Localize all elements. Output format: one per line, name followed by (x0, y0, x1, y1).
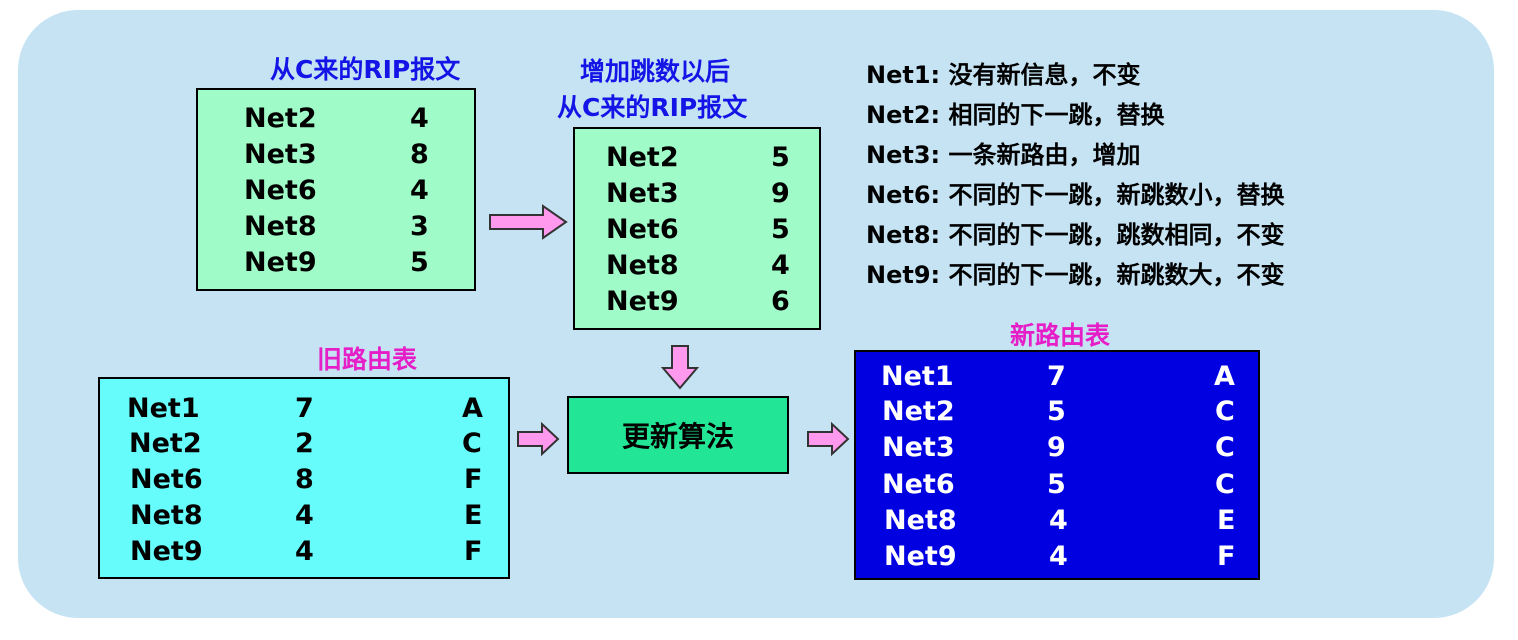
update-algorithm-box: 更新算法 (567, 396, 789, 474)
old-table-title: 旧路由表 (317, 345, 418, 374)
hops-cell: 7 (295, 393, 314, 424)
old-routing-table: Net1 7 A Net2 2 C Net6 8 F Net8 4 E Net9… (98, 377, 510, 579)
net-cell: Net8 (606, 250, 679, 281)
update-algorithm-label: 更新算法 (621, 420, 734, 453)
hops-cell: 4 (1049, 505, 1068, 536)
next-hop-cell: F (464, 536, 483, 567)
table-row: Net8 3 (198, 209, 474, 245)
rip-from-c-title: 从C来的RIP报文 (270, 55, 461, 84)
table-row: Net3 8 (198, 137, 474, 173)
net-cell: Net6 (606, 214, 679, 245)
net-cell: Net6 (244, 175, 317, 206)
net-cell: Net3 (606, 178, 679, 209)
table-row: Net2 5 C (856, 394, 1258, 430)
rip-incremented-box: Net2 5 Net3 9 Net6 5 Net8 4 Net9 6 (573, 127, 821, 330)
new-routing-table: Net1 7 A Net2 5 C Net3 9 C Net6 5 C Net8… (854, 350, 1260, 580)
net-cell: Net2 (606, 142, 679, 173)
next-hop-cell: C (1215, 396, 1235, 427)
hops-cell: 8 (410, 139, 429, 170)
net-cell: Net1 (127, 393, 200, 424)
table-row: Net2 2 C (100, 426, 508, 462)
hops-cell: 9 (1047, 432, 1066, 463)
table-row: Net9 6 (575, 284, 819, 320)
next-hop-cell: A (1214, 361, 1235, 392)
new-table-title: 新路由表 (1010, 321, 1111, 350)
table-row: Net8 4 (575, 248, 819, 284)
net-cell: Net3 (882, 432, 955, 463)
hops-cell: 5 (1047, 396, 1066, 427)
note-net1: Net1: 没有新信息，不变 (866, 61, 1141, 89)
net-cell: Net6 (882, 469, 955, 500)
net-cell: Net6 (130, 464, 203, 495)
arrow-down-icon (660, 345, 700, 390)
net-cell: Net9 (606, 286, 679, 317)
net-cell: Net2 (129, 428, 202, 459)
table-row: Net6 5 (575, 212, 819, 248)
hops-cell: 5 (771, 142, 790, 173)
table-row: Net2 5 (575, 140, 819, 176)
net-cell: Net8 (884, 505, 957, 536)
hops-cell: 5 (1047, 469, 1066, 500)
table-row: Net8 4 E (100, 498, 508, 534)
next-hop-cell: E (1217, 505, 1236, 536)
table-row: Net6 8 F (100, 462, 508, 498)
hops-cell: 2 (295, 428, 314, 459)
hops-cell: 5 (410, 247, 429, 278)
arrow-right-icon (489, 204, 568, 240)
table-row: Net6 4 (198, 173, 474, 209)
table-row: Net1 7 A (100, 391, 508, 427)
next-hop-cell: A (462, 393, 483, 424)
hops-cell: 4 (1049, 541, 1068, 572)
hops-cell: 5 (771, 214, 790, 245)
hops-cell: 9 (771, 178, 790, 209)
hops-cell: 4 (295, 536, 314, 567)
rip-from-c-box: Net2 4 Net3 8 Net6 4 Net8 3 Net9 5 (196, 88, 476, 291)
next-hop-cell: C (462, 428, 482, 459)
net-cell: Net2 (244, 103, 317, 134)
arrow-right-icon (807, 421, 850, 457)
hops-cell: 4 (410, 103, 429, 134)
next-hop-cell: E (464, 500, 483, 531)
net-cell: Net9 (130, 536, 203, 567)
table-row: Net3 9 C (856, 430, 1258, 466)
net-cell: Net9 (244, 247, 317, 278)
net-cell: Net1 (881, 361, 954, 392)
hops-cell: 3 (410, 211, 429, 242)
next-hop-cell: C (1215, 432, 1235, 463)
hops-cell: 6 (771, 286, 790, 317)
note-net6: Net6: 不同的下一跳，新跳数小，替换 (866, 181, 1285, 209)
net-cell: Net9 (884, 541, 957, 572)
note-net2: Net2: 相同的下一跳，替换 (866, 101, 1165, 129)
table-row: Net1 7 A (856, 359, 1258, 395)
next-hop-cell: F (1217, 541, 1236, 572)
next-hop-cell: F (464, 464, 483, 495)
table-row: Net6 5 C (856, 467, 1258, 503)
table-row: Net9 4 F (100, 534, 508, 570)
table-row: Net8 4 E (856, 503, 1258, 539)
note-net8: Net8: 不同的下一跳，跳数相同，不变 (866, 221, 1285, 249)
net-cell: Net8 (130, 500, 203, 531)
arrow-right-icon (517, 421, 560, 457)
rip-incremented-title-line1: 增加跳数以后 (580, 57, 731, 86)
note-net9: Net9: 不同的下一跳，新跳数大，不变 (866, 261, 1285, 289)
hops-cell: 4 (295, 500, 314, 531)
table-row: Net9 5 (198, 245, 474, 281)
hops-cell: 4 (771, 250, 790, 281)
note-net3: Net3: 一条新路由，增加 (866, 141, 1141, 169)
next-hop-cell: C (1215, 469, 1235, 500)
table-row: Net3 9 (575, 176, 819, 212)
hops-cell: 7 (1047, 361, 1066, 392)
hops-cell: 8 (295, 464, 314, 495)
table-row: Net2 4 (198, 101, 474, 137)
net-cell: Net3 (244, 139, 317, 170)
rip-incremented-title-line2: 从C来的RIP报文 (557, 93, 748, 122)
hops-cell: 4 (410, 175, 429, 206)
net-cell: Net2 (882, 396, 955, 427)
net-cell: Net8 (244, 211, 317, 242)
table-row: Net9 4 F (856, 539, 1258, 575)
